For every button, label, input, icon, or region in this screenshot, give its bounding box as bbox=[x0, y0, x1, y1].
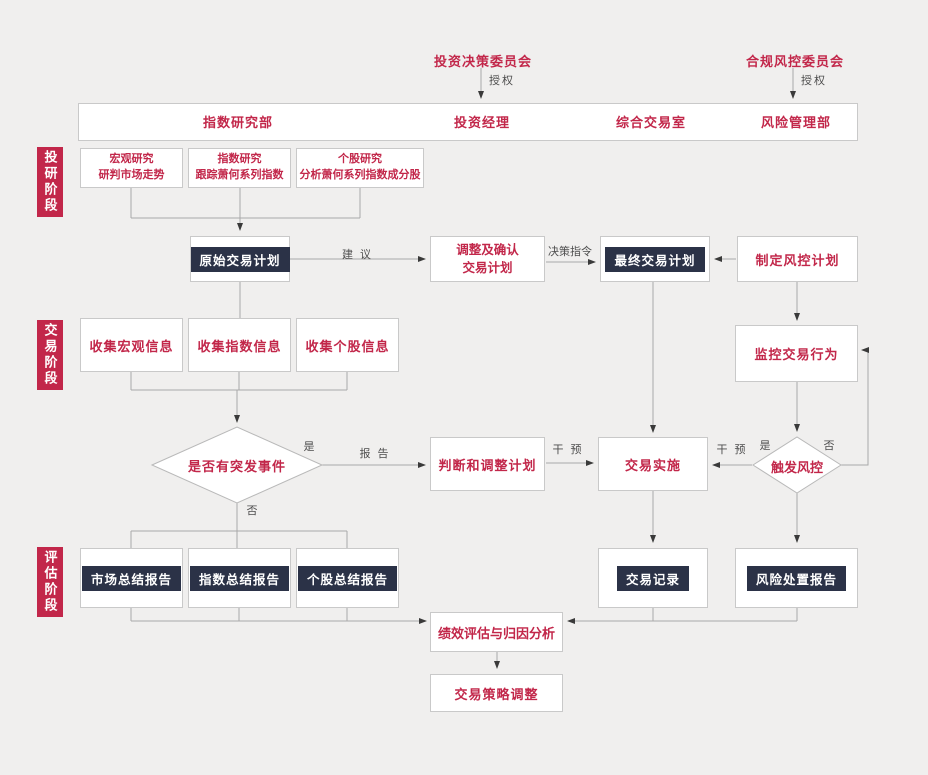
node-market-report: 市场总结报告 bbox=[80, 548, 183, 608]
edge-label-no-emergency: 否 bbox=[246, 505, 260, 517]
node-stock-research: 个股研究 分析萧何系列指数成分股 bbox=[296, 148, 424, 188]
authorize-label-right: 授权 bbox=[801, 75, 827, 87]
dept-risk-management: 风险管理部 bbox=[760, 115, 831, 130]
stock-research-line2: 分析萧何系列指数成分股 bbox=[299, 169, 421, 181]
stock-report-badge: 个股总结报告 bbox=[297, 565, 397, 591]
market-report-badge: 市场总结报告 bbox=[81, 565, 181, 591]
node-adjust-confirm-plan: 调整及确认 交易计划 bbox=[430, 236, 545, 282]
dept-trading-room: 综合交易室 bbox=[615, 115, 686, 130]
node-index-research: 指数研究 跟踪萧何系列指数 bbox=[188, 148, 291, 188]
node-risk-report: 风险处置报告 bbox=[735, 548, 858, 608]
risk-report-badge: 风险处置报告 bbox=[746, 565, 846, 591]
node-index-report: 指数总结报告 bbox=[188, 548, 291, 608]
node-judge-adjust: 判断和调整计划 bbox=[430, 437, 545, 491]
index-report-badge: 指数总结报告 bbox=[189, 565, 289, 591]
node-original-plan: 原始交易计划 bbox=[190, 236, 290, 282]
compliance-committee-title: 合规风控委员会 bbox=[745, 54, 844, 69]
edge-label-suggestion: 建 议 bbox=[341, 249, 374, 261]
index-research-line1: 指数研究 bbox=[217, 153, 262, 166]
risk-trigger-diamond bbox=[752, 436, 842, 494]
phase-research: 投研阶段 bbox=[37, 147, 63, 217]
node-final-plan: 最终交易计划 bbox=[600, 236, 710, 282]
node-collect-macro: 收集宏观信息 bbox=[80, 318, 183, 372]
node-strategy-adjust: 交易策略调整 bbox=[430, 674, 563, 712]
node-monitor-trading: 监控交易行为 bbox=[735, 325, 858, 382]
risk-trigger-label: 触发风控 bbox=[770, 460, 823, 475]
phase-trading: 交易阶段 bbox=[37, 320, 63, 390]
department-header-bar: 指数研究部 投资经理 综合交易室 风险管理部 bbox=[78, 103, 858, 141]
dept-investment-manager: 投资经理 bbox=[453, 115, 510, 130]
authorize-label-left: 授权 bbox=[489, 75, 515, 87]
dept-index-research: 指数研究部 bbox=[202, 115, 273, 130]
investment-committee-title: 投资决策委员会 bbox=[433, 54, 532, 69]
edge-label-yes-risk: 是 bbox=[759, 440, 773, 452]
edge-label-yes-emergency: 是 bbox=[303, 441, 317, 453]
adjust-confirm-line2: 交易计划 bbox=[462, 261, 513, 275]
node-collect-stock: 收集个股信息 bbox=[296, 318, 399, 372]
edge-label-report: 报 告 bbox=[359, 448, 391, 460]
emergency-decision-diamond bbox=[150, 426, 324, 504]
adjust-confirm-line1: 调整及确认 bbox=[456, 242, 519, 257]
node-collect-index: 收集指数信息 bbox=[188, 318, 291, 372]
phase-evaluation: 评估阶段 bbox=[37, 547, 63, 617]
node-macro-research: 宏观研究 研判市场走势 bbox=[80, 148, 183, 188]
index-research-line2: 跟踪萧何系列指数 bbox=[195, 169, 284, 181]
node-make-risk-plan: 制定风控计划 bbox=[737, 236, 858, 282]
macro-research-line1: 宏观研究 bbox=[109, 153, 154, 166]
emergency-decision-label: 是否有突发事件 bbox=[187, 459, 286, 474]
original-plan-badge: 原始交易计划 bbox=[190, 246, 290, 272]
edge-label-intervene-left: 干 预 bbox=[552, 444, 584, 456]
edge-label-intervene-right: 干 预 bbox=[716, 444, 748, 456]
node-trade-execute: 交易实施 bbox=[598, 437, 708, 491]
node-performance-eval: 绩效评估与归因分析 bbox=[430, 612, 563, 652]
stock-research-line1: 个股研究 bbox=[338, 153, 382, 166]
edge-label-no-risk: 否 bbox=[823, 440, 837, 452]
trade-record-badge: 交易记录 bbox=[616, 565, 689, 591]
node-stock-report: 个股总结报告 bbox=[296, 548, 399, 608]
node-trade-record: 交易记录 bbox=[598, 548, 708, 608]
macro-research-line2: 研判市场走势 bbox=[98, 169, 165, 181]
final-plan-badge: 最终交易计划 bbox=[605, 246, 705, 272]
edge-label-decision-order: 决策指令 bbox=[548, 246, 592, 258]
